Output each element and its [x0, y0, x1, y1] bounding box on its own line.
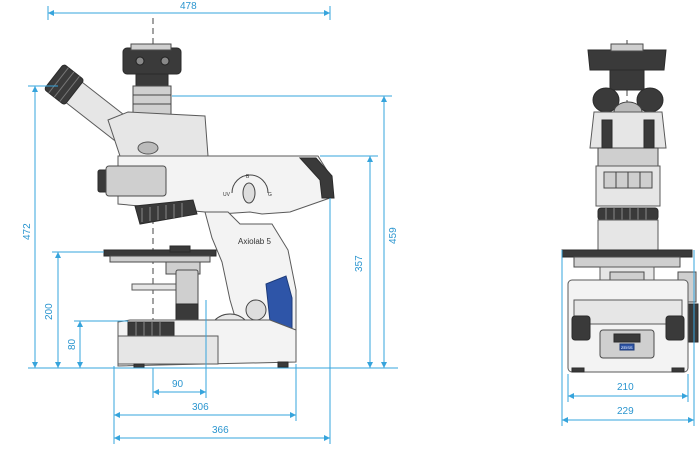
- dim-90-text: 90: [172, 379, 184, 390]
- camera-port: [135, 56, 145, 66]
- front-foot-right: [671, 367, 685, 373]
- g-label: G: [268, 192, 272, 198]
- reflector-module: [105, 165, 167, 197]
- front-camera-top: [610, 43, 644, 52]
- dim-472-text: 472: [22, 223, 33, 240]
- brand-label: Axiolab 5: [238, 237, 271, 246]
- foot-rear: [277, 361, 289, 368]
- focus-knob: [245, 299, 267, 321]
- dim-229-text: 229: [617, 406, 634, 417]
- zeiss-logo-text: ZEISS: [621, 345, 633, 350]
- left-tube-detail: [601, 119, 613, 149]
- b-label: B: [246, 174, 250, 180]
- dim-459-text: 459: [388, 227, 399, 244]
- front-camera: [587, 49, 667, 71]
- base-front: [117, 335, 219, 365]
- front-arm-top: [597, 147, 659, 167]
- filter-selector-knob: [242, 182, 256, 204]
- camera-port-2: [160, 56, 170, 66]
- front-right-knob: [665, 315, 685, 341]
- front-base-top: [573, 299, 683, 325]
- tube-knob: [137, 141, 159, 155]
- camera: [122, 47, 182, 75]
- dim-210-text: 210: [617, 382, 634, 393]
- front-column: [597, 219, 659, 251]
- front-nosepiece: [597, 207, 659, 221]
- front-left-knob: [571, 315, 591, 341]
- front-binocular-body: [589, 111, 667, 149]
- foot-front: [133, 363, 145, 369]
- right-tube-detail: [643, 119, 655, 149]
- front-light-port: [613, 333, 641, 343]
- dim-200-text: 200: [44, 303, 55, 320]
- dim-366-text: 366: [212, 425, 229, 436]
- front-camera-adapter: [609, 69, 645, 91]
- camera-top: [130, 43, 172, 51]
- side-view: UV B G Axiolab 5: [44, 18, 335, 369]
- front-stage-carrier: [573, 256, 681, 268]
- base-wheel: [127, 321, 175, 337]
- arm-handle: [298, 157, 335, 199]
- camera-adapter: [135, 73, 169, 87]
- stage-carrier: [109, 255, 211, 263]
- binocular-body: [107, 111, 209, 157]
- side-dimensions: 478 472 200 80 459 357: [22, 1, 399, 444]
- condenser-carrier: [131, 283, 179, 291]
- front-dimensions: 210 229: [561, 250, 695, 426]
- zeiss-logo-badge: [619, 343, 635, 351]
- dim-357-text: 357: [354, 255, 365, 272]
- dim-306-text: 306: [192, 402, 209, 413]
- tube-adapter: [132, 85, 172, 117]
- filter-selector-arc: [231, 174, 269, 194]
- front-view: ZEISS: [561, 40, 699, 373]
- front-foot-left: [571, 367, 585, 373]
- front-stage: [561, 249, 693, 258]
- dim-80-text: 80: [67, 338, 78, 350]
- dim-478-text: 478: [180, 1, 197, 12]
- uv-label: UV: [223, 192, 231, 198]
- stage-plate: [103, 249, 217, 257]
- stage-top-block: [169, 245, 191, 253]
